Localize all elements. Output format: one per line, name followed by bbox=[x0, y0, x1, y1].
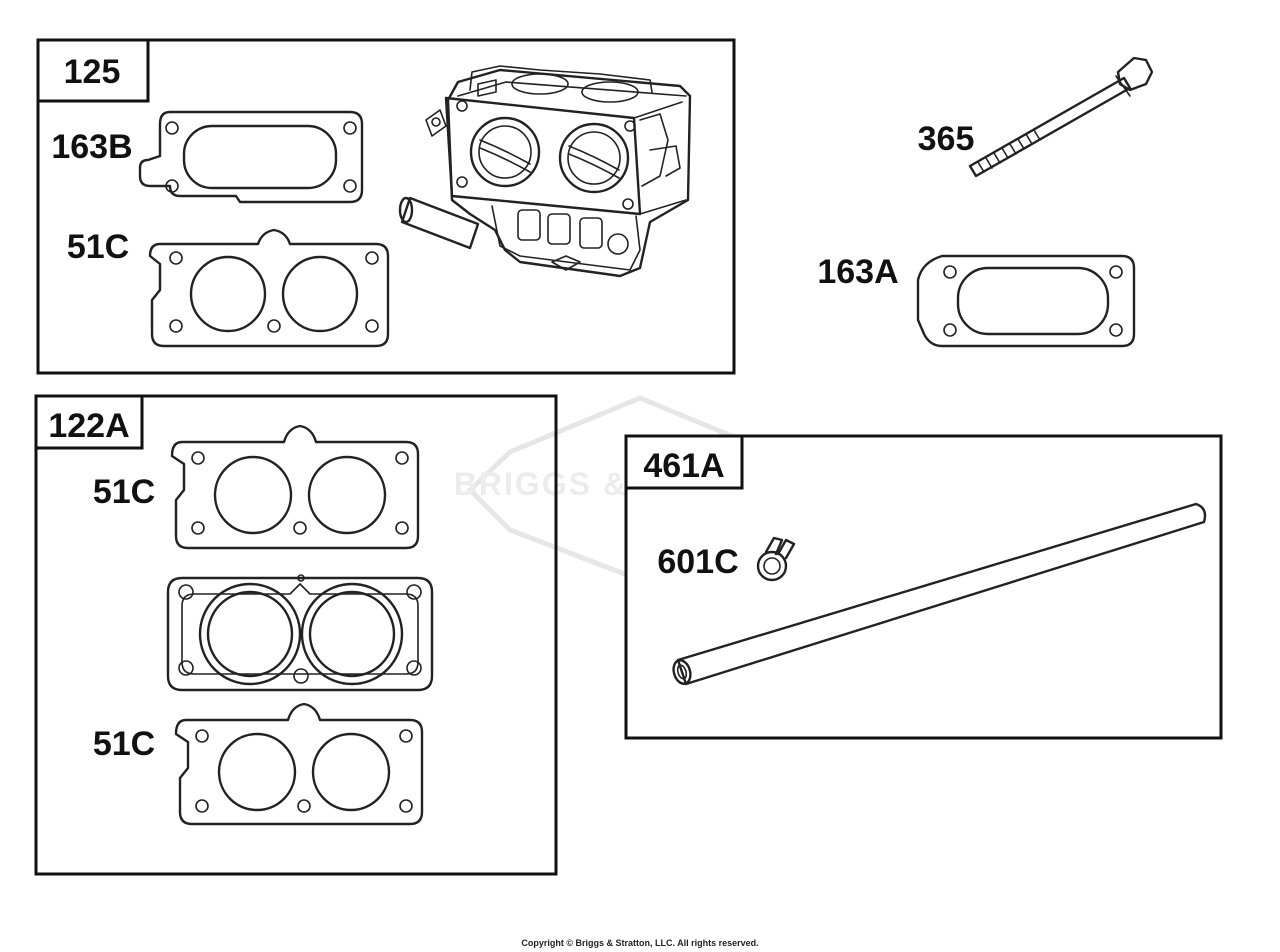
group-125-tag bbox=[36, 38, 150, 103]
group-461a-label: 461A bbox=[643, 447, 724, 485]
hose-icon bbox=[672, 502, 1207, 686]
group-125: 125 163B 51C bbox=[36, 38, 736, 375]
group-461a-frame bbox=[624, 434, 1223, 740]
part-label-51c-top: 51C bbox=[93, 473, 155, 511]
group-461a-tag bbox=[624, 434, 744, 490]
bolt-icon bbox=[968, 56, 1154, 178]
gasket-163a: 163A bbox=[817, 253, 1136, 348]
group-461a: 461A 601C bbox=[624, 434, 1223, 740]
spacer-icon bbox=[166, 574, 434, 692]
group-125-frame bbox=[36, 38, 736, 375]
copyright-notice: Copyright © Briggs & Stratton, LLC. All … bbox=[521, 938, 759, 948]
group-125-label: 125 bbox=[64, 53, 121, 91]
part-label-365: 365 bbox=[918, 120, 975, 158]
part-label-51c-bottom: 51C bbox=[93, 725, 155, 763]
part-label-163a: 163A bbox=[817, 253, 898, 291]
group-122a: 122A 51C 51C bbox=[34, 394, 558, 876]
gasket-icon bbox=[138, 110, 364, 204]
group-122a-tag bbox=[34, 394, 144, 450]
part-label-51c: 51C bbox=[67, 228, 129, 266]
clamp-icon bbox=[756, 536, 796, 582]
gasket-icon bbox=[174, 702, 424, 826]
group-122a-frame bbox=[34, 394, 558, 876]
group-122a-label: 122A bbox=[48, 407, 129, 445]
gasket-icon bbox=[170, 424, 420, 550]
bolt-365: 365 bbox=[918, 56, 1154, 178]
gasket-icon bbox=[148, 228, 390, 348]
part-label-601c: 601C bbox=[657, 543, 738, 581]
throttle-body-icon bbox=[398, 65, 692, 278]
gasket-icon bbox=[916, 254, 1136, 348]
part-label-163b: 163B bbox=[51, 128, 132, 166]
